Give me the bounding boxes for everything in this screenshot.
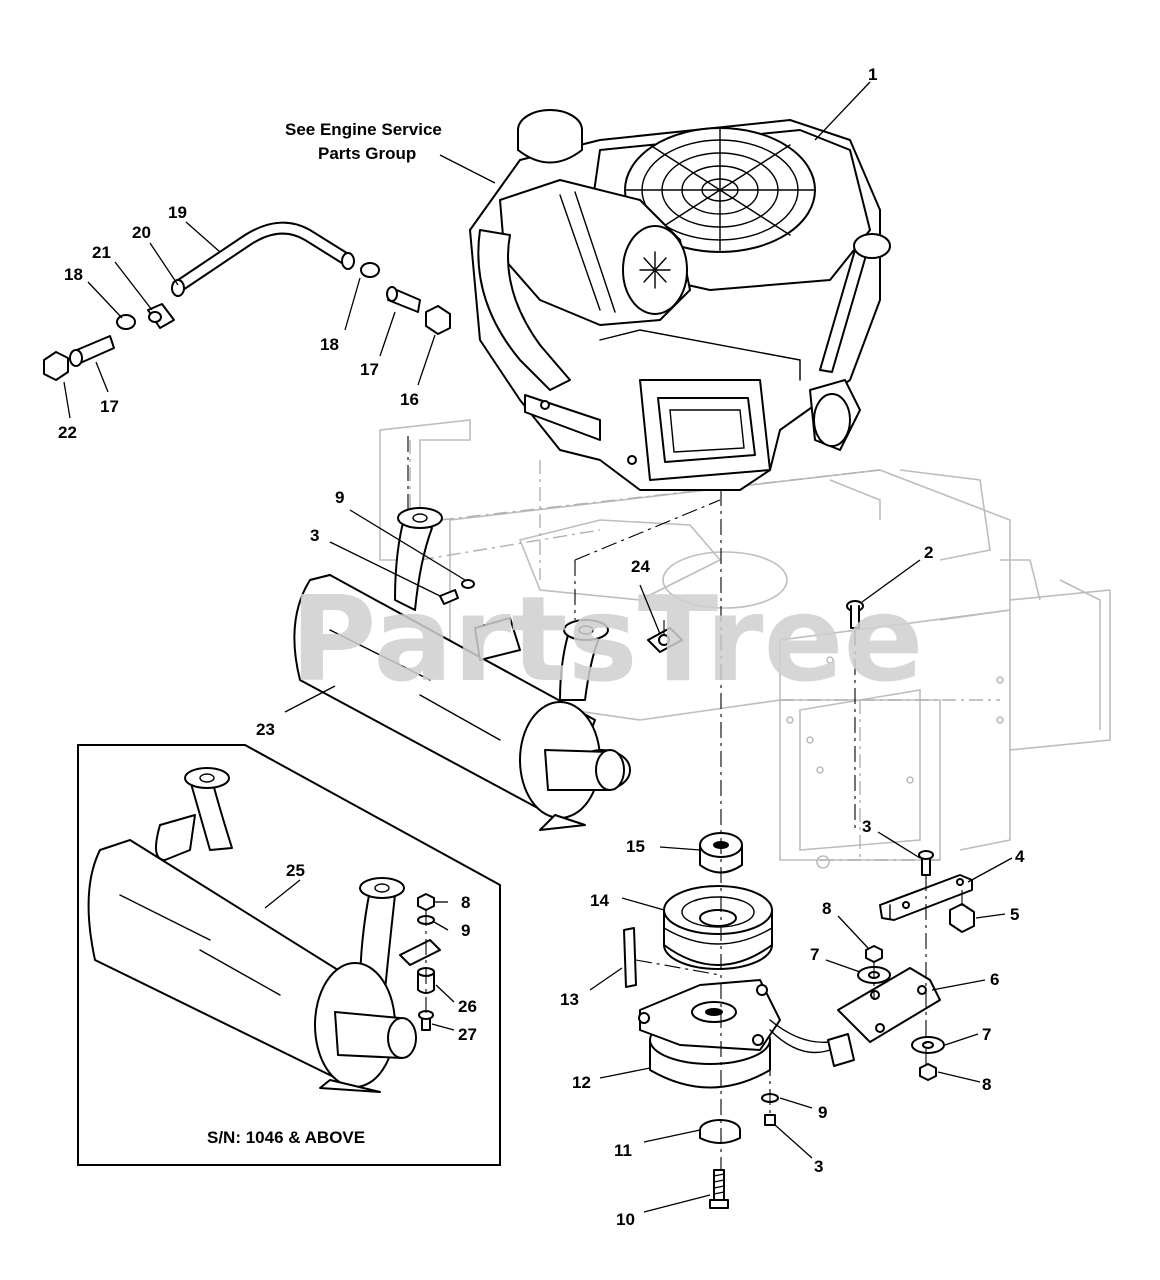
- muffler: [293, 507, 631, 831]
- callout-20: 20: [132, 223, 151, 242]
- callout-numbers: 1 2 3 3 3 4 5 6 7 7 8 8 8 9 9 9 10 11 12…: [58, 65, 1025, 1229]
- callout-10: 10: [616, 1210, 635, 1229]
- callout-15: 15: [626, 837, 645, 856]
- callout-1: 1: [868, 65, 877, 84]
- callout-2: 2: [924, 543, 933, 562]
- fuel-line-assembly: [43, 221, 451, 381]
- callout-22: 22: [58, 423, 77, 442]
- callout-9: 9: [335, 488, 344, 507]
- engine: [469, 109, 891, 491]
- callout-5: 5: [1010, 905, 1019, 924]
- callout-9: 9: [818, 1103, 827, 1122]
- callout-23: 23: [256, 720, 275, 739]
- callout-13: 13: [560, 990, 579, 1009]
- engine-service-note-line2: Parts Group: [318, 144, 416, 163]
- clutch-assembly: [623, 832, 855, 1209]
- callout-8: 8: [982, 1075, 991, 1094]
- callout-16: 16: [400, 390, 419, 409]
- callout-27: 27: [458, 1025, 477, 1044]
- callout-7: 7: [810, 945, 819, 964]
- callout-9: 9: [461, 921, 470, 940]
- callout-4: 4: [1015, 847, 1025, 866]
- callout-25: 25: [286, 861, 305, 880]
- callout-17: 17: [100, 397, 119, 416]
- callout-3: 3: [862, 817, 871, 836]
- callout-7: 7: [982, 1025, 991, 1044]
- callout-12: 12: [572, 1073, 591, 1092]
- callout-17: 17: [360, 360, 379, 379]
- callout-6: 6: [990, 970, 999, 989]
- callout-3: 3: [310, 526, 319, 545]
- leader-lines: [63, 81, 1013, 1213]
- callout-18: 18: [64, 265, 83, 284]
- callout-14: 14: [590, 891, 609, 910]
- callout-26: 26: [458, 997, 477, 1016]
- callout-24: 24: [631, 557, 650, 576]
- callout-8: 8: [822, 899, 831, 918]
- callout-3: 3: [814, 1157, 823, 1176]
- bolt-2: [846, 600, 864, 629]
- watermark-text: PartsTree: [290, 570, 924, 708]
- engine-service-note-line1: See Engine Service: [285, 120, 442, 139]
- inset-caption: S/N: 1046 & ABOVE: [207, 1128, 365, 1147]
- callout-11: 11: [614, 1141, 632, 1160]
- bracket-assembly: [837, 850, 975, 1081]
- callout-19: 19: [168, 203, 187, 222]
- nut-24: [647, 627, 683, 653]
- inset-box: [77, 744, 501, 1166]
- callout-21: 21: [92, 243, 111, 262]
- callout-8: 8: [461, 893, 470, 912]
- callout-18: 18: [320, 335, 339, 354]
- center-lines: [407, 432, 963, 1170]
